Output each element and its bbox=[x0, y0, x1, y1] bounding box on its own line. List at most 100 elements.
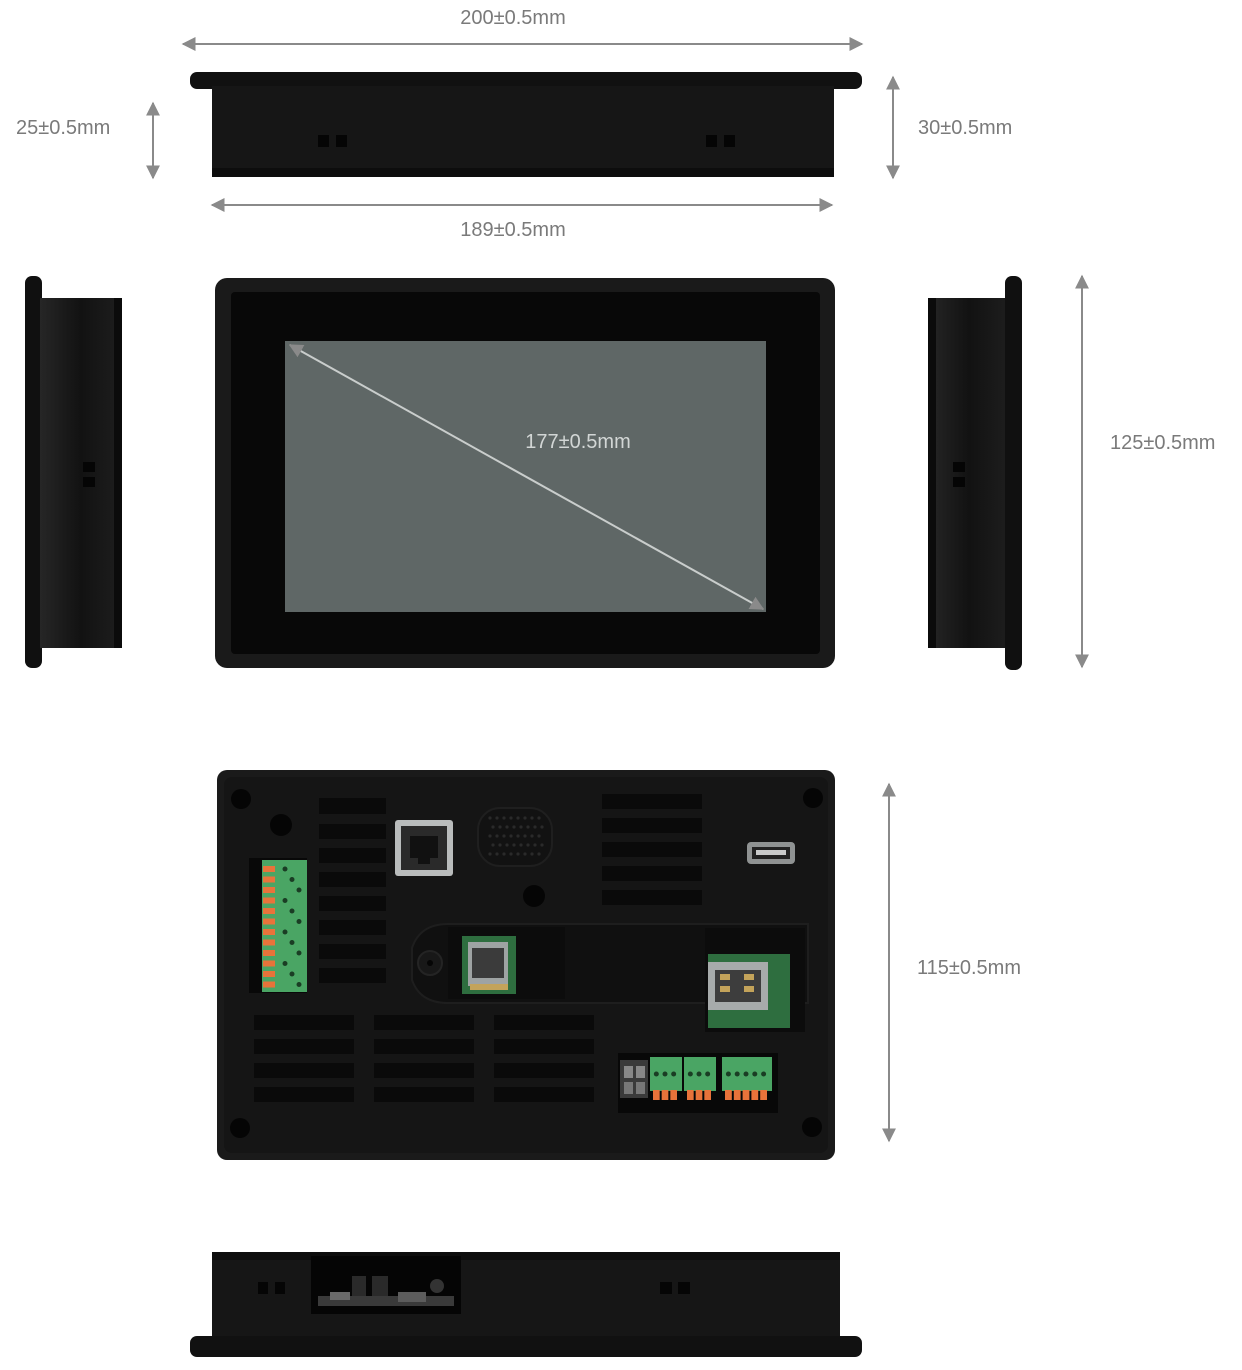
overall-height-label: 125±0.5mm bbox=[1110, 432, 1215, 454]
terminal-screw bbox=[743, 1071, 749, 1077]
bottom-connector-opening bbox=[311, 1256, 461, 1314]
bottom-view-housing bbox=[212, 1252, 840, 1340]
speaker-hole bbox=[540, 825, 544, 829]
speaker-hole bbox=[495, 816, 499, 820]
screw-hole bbox=[802, 1117, 822, 1137]
terminal-screw bbox=[289, 877, 295, 882]
bottom-view-bezel-flange bbox=[190, 1336, 862, 1357]
depth-rear-label: 25±0.5mm bbox=[16, 117, 110, 139]
vent-slot bbox=[374, 1039, 474, 1054]
bottom-view bbox=[190, 1252, 862, 1357]
terminal-lever bbox=[263, 887, 275, 893]
vent-slot bbox=[319, 872, 386, 887]
top-view-bezel-flange bbox=[190, 72, 862, 89]
top-vent-slot bbox=[336, 135, 347, 147]
left-side-bezel bbox=[25, 276, 42, 668]
speaker-hole bbox=[533, 825, 537, 829]
speaker-hole bbox=[523, 852, 527, 856]
back-height-label: 115±0.5mm bbox=[917, 957, 1021, 979]
terminal-lever bbox=[661, 1090, 669, 1100]
back-view: 115±0.5mm bbox=[217, 770, 1021, 1160]
speaker-hole bbox=[495, 852, 499, 856]
terminal-screw bbox=[282, 961, 288, 966]
terminal-screw bbox=[296, 950, 302, 956]
vent-slot bbox=[319, 896, 386, 911]
terminal-screw bbox=[282, 929, 288, 935]
terminal-lever bbox=[263, 897, 275, 904]
speaker-hole bbox=[540, 843, 544, 847]
right-side-view: 125±0.5mm bbox=[928, 274, 1215, 670]
terminal-screw bbox=[671, 1071, 677, 1077]
terminal-screw bbox=[662, 1071, 668, 1077]
vent-slot bbox=[494, 1039, 594, 1054]
speaker-hole bbox=[533, 843, 537, 847]
terminal-lever bbox=[670, 1090, 677, 1100]
terminal-screw bbox=[289, 908, 295, 914]
vent-slot bbox=[602, 866, 702, 881]
top-vent-slot bbox=[318, 135, 329, 147]
terminal-screw bbox=[289, 940, 295, 945]
speaker-hole bbox=[498, 843, 502, 847]
terminal-lever bbox=[751, 1090, 759, 1100]
mount-hole bbox=[523, 885, 545, 907]
speaker-hole bbox=[530, 834, 534, 838]
diagonal-dimension-line bbox=[288, 344, 765, 610]
speaker-hole bbox=[512, 843, 516, 847]
micro-sd-slot bbox=[448, 927, 565, 999]
speaker-hole bbox=[526, 843, 530, 847]
top-vent-slot bbox=[706, 135, 717, 147]
top-view: 200±0.5mm 25±0.5mm 30±0.5mm 189±0.5mm bbox=[16, 7, 1012, 241]
terminal-lever bbox=[725, 1090, 732, 1100]
terminal-lever bbox=[687, 1090, 694, 1100]
terminal-screw bbox=[752, 1071, 758, 1077]
terminal-screw bbox=[725, 1071, 731, 1077]
terminal-lever bbox=[263, 908, 275, 914]
terminal-lever bbox=[263, 876, 275, 883]
speaker-hole bbox=[523, 834, 527, 838]
terminal-screw bbox=[696, 1071, 702, 1077]
speaker-hole bbox=[516, 834, 520, 838]
terminal-lever bbox=[704, 1090, 711, 1100]
top-vent-slot bbox=[724, 135, 735, 147]
side-vent-slot bbox=[83, 477, 95, 487]
terminal-screw bbox=[282, 898, 288, 903]
right-side-housing bbox=[928, 298, 1010, 648]
vent-slot bbox=[319, 920, 386, 935]
speaker-hole bbox=[509, 852, 513, 856]
vent-slot bbox=[319, 824, 386, 839]
vent-slot bbox=[319, 968, 386, 983]
terminal-screw bbox=[687, 1071, 693, 1077]
vent-slot bbox=[254, 1015, 354, 1030]
terminal-lever bbox=[263, 929, 275, 935]
speaker-hole bbox=[526, 825, 530, 829]
screw-hole bbox=[803, 788, 823, 808]
terminal-lever bbox=[263, 939, 275, 946]
side-vent-slot bbox=[953, 477, 965, 487]
bottom-vent-slot bbox=[275, 1282, 285, 1294]
bottom-vent-slot bbox=[678, 1282, 690, 1294]
speaker-hole bbox=[530, 852, 534, 856]
speaker-hole bbox=[530, 816, 534, 820]
right-side-bezel bbox=[1005, 276, 1022, 670]
speaker-hole bbox=[502, 834, 506, 838]
vent-slot bbox=[494, 1015, 594, 1030]
bottom-vent-slot bbox=[258, 1282, 268, 1294]
mount-hole bbox=[270, 814, 292, 836]
speaker-hole bbox=[488, 816, 492, 820]
vent-grille bbox=[254, 1015, 594, 1102]
speaker-hole bbox=[519, 825, 523, 829]
terminal-lever bbox=[263, 971, 275, 977]
speaker-hole bbox=[516, 852, 520, 856]
vent-slot bbox=[374, 1087, 474, 1102]
vent-slot bbox=[319, 944, 386, 959]
speaker-hole bbox=[491, 843, 495, 847]
speaker-hole bbox=[537, 834, 541, 838]
terminal-lever bbox=[742, 1090, 750, 1100]
speaker-hole bbox=[512, 825, 516, 829]
speaker-hole bbox=[523, 816, 527, 820]
screen-diagonal-label: 177±0.5mm bbox=[525, 431, 630, 453]
terminal-lever bbox=[263, 950, 275, 956]
speaker-hole bbox=[509, 816, 513, 820]
terminal-lever bbox=[695, 1090, 703, 1100]
terminal-screw bbox=[734, 1071, 740, 1077]
